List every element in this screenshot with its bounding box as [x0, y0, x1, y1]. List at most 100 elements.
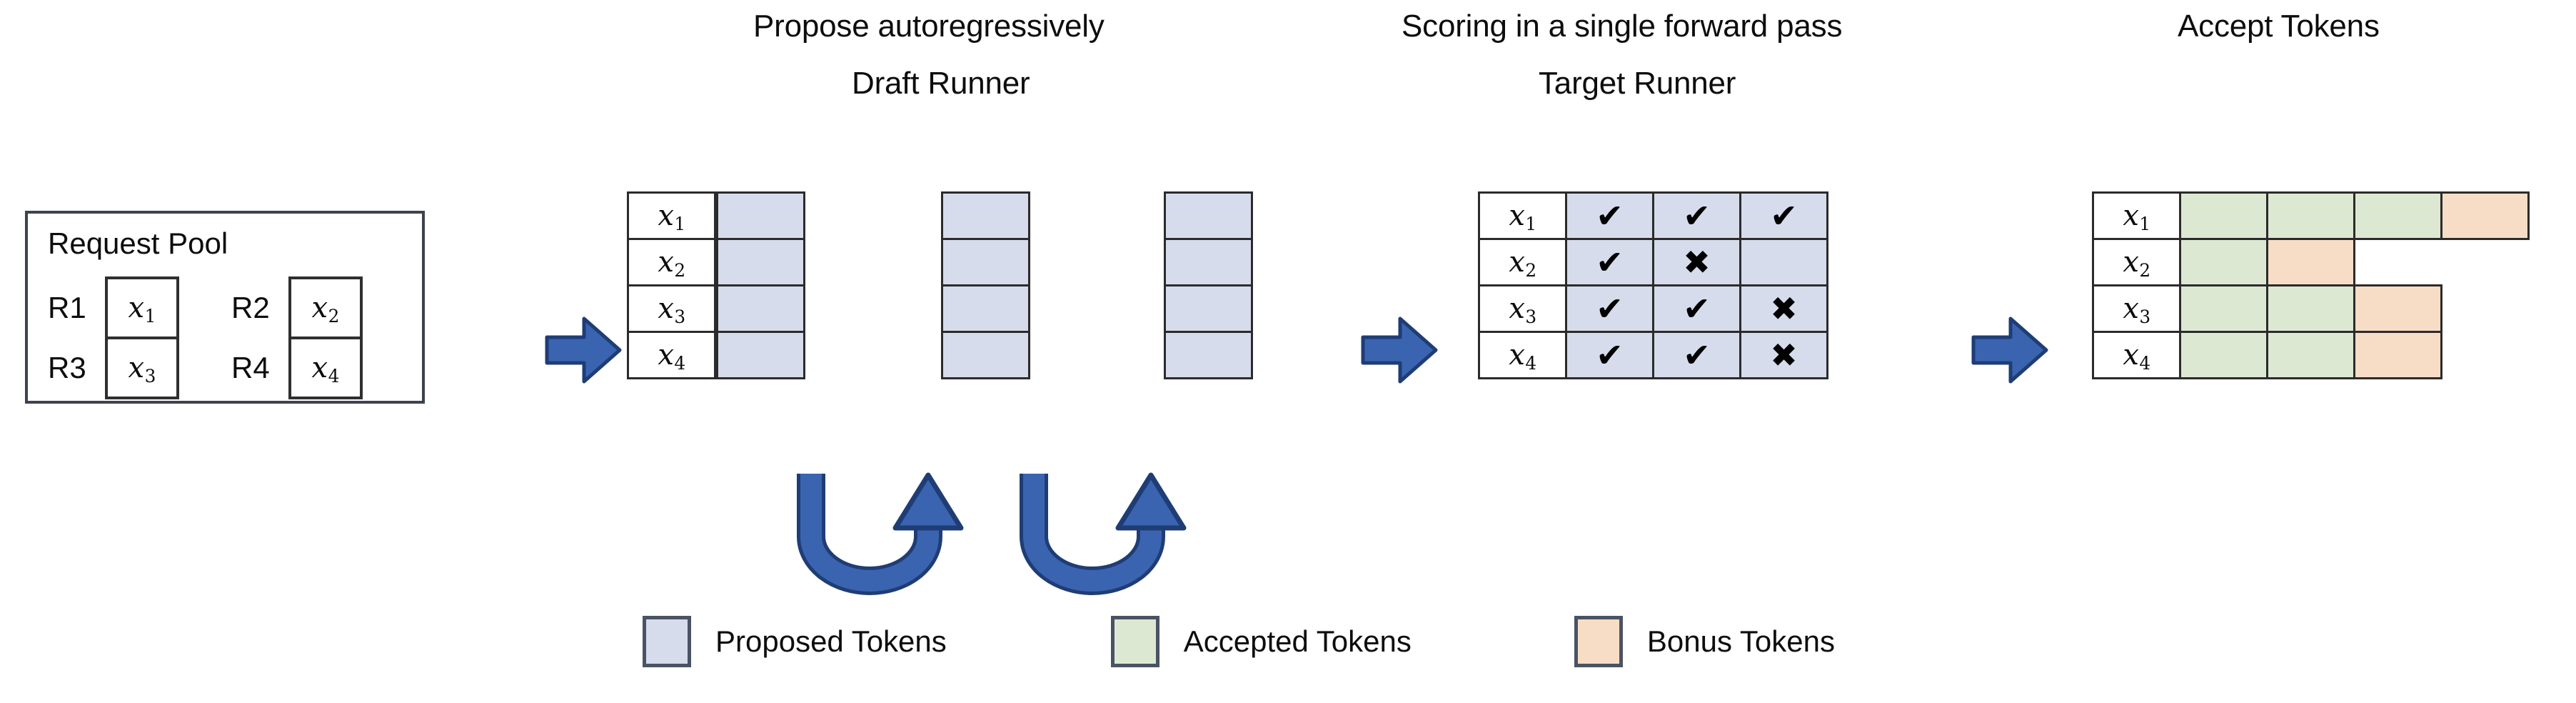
- request-token-box-r1: x1: [104, 276, 179, 339]
- target-cell-r4-c2: ✔: [1652, 331, 1741, 379]
- legend-label-proposed: Proposed Tokens: [715, 624, 947, 658]
- check-icon: ✔: [1596, 289, 1624, 328]
- request-label-r2: R2: [231, 291, 270, 324]
- request-label-r3: R3: [48, 351, 86, 384]
- draft-cell-r1-s1: [716, 191, 805, 240]
- accept-cell-r2-c2-bonus: [2266, 238, 2355, 286]
- draft-row-4: x4: [627, 331, 805, 379]
- draft-row-label-x4: x4: [627, 331, 716, 379]
- draft-cell-r1-s3: [1164, 191, 1253, 240]
- accept-cell-r4-c1: [2179, 331, 2268, 379]
- target-row-label-x2: x2: [1478, 238, 1567, 286]
- u-turn-arrow-2: [1008, 468, 1244, 607]
- legend-label-bonus: Bonus Tokens: [1646, 624, 1835, 658]
- accept-cell-r3-c3-bonus: [2353, 284, 2442, 333]
- target-cell-r2-c3: [1739, 238, 1828, 286]
- draft-cell-r3-s2: [941, 284, 1030, 333]
- u-turn-arrow-1: [785, 468, 1021, 607]
- draft-cell-r2-s3: [1164, 238, 1253, 286]
- header-accept-tokens: Accept Tokens: [2178, 9, 2380, 44]
- request-token-box-r4: x4: [288, 336, 363, 399]
- draft-row-1: x1: [627, 191, 805, 240]
- accept-cell-r2-c1: [2179, 238, 2268, 286]
- target-cell-r3-c1: ✔: [1565, 284, 1654, 333]
- request-label-r1: R1: [48, 291, 86, 324]
- target-cell-r2-c2: ✖: [1652, 238, 1741, 286]
- draft-step-1-column: x1 x2 x3 x4: [627, 191, 805, 379]
- accept-row-label-x2: x2: [2092, 238, 2181, 286]
- accept-cell-r1-c2: [2266, 191, 2355, 240]
- accept-row-1: x1: [2092, 191, 2530, 240]
- accept-cell-r1-c3: [2353, 191, 2442, 240]
- accept-cell-r3-c2: [2266, 284, 2355, 333]
- target-cell-r4-c1: ✔: [1565, 331, 1654, 379]
- target-row-label-x3: x3: [1478, 284, 1567, 333]
- accept-row-label-x1: x1: [2092, 191, 2181, 240]
- target-cell-r3-c3: ✖: [1739, 284, 1828, 333]
- target-row-3: x3 ✔ ✔ ✖: [1478, 284, 1828, 333]
- check-icon: ✔: [1683, 336, 1711, 374]
- token-x3: x3: [128, 352, 156, 387]
- accept-cell-r3-c4-empty: [2440, 284, 2530, 333]
- target-runner-grid: x1 ✔ ✔ ✔ x2 ✔ ✖ x3 ✔ ✔: [1478, 191, 1828, 379]
- request-token-box-r2: x2: [288, 276, 363, 339]
- token-x1: x1: [128, 291, 156, 327]
- draft-cell-r4-s3: [1164, 331, 1253, 379]
- accept-cell-r4-c2: [2266, 331, 2355, 379]
- accept-cell-r4-c3-bonus: [2353, 331, 2442, 379]
- target-row-4: x4 ✔ ✔ ✖: [1478, 331, 1828, 379]
- target-row-2: x2 ✔ ✖: [1478, 238, 1828, 286]
- request-pool-panel: Request Pool R1 x1 R2 x2 R3 x3 R4 x4: [25, 211, 425, 404]
- accept-cell-r1-c4-bonus: [2440, 191, 2530, 240]
- legend: Proposed Tokens Accepted Tokens Bonus To…: [643, 616, 1835, 667]
- accept-tokens-grid: x1 x2 x3 x4: [2092, 191, 2530, 379]
- accept-row-label-x4: x4: [2092, 331, 2181, 379]
- check-icon: ✔: [1770, 196, 1798, 235]
- request-row-3: R3 x3: [48, 336, 179, 399]
- check-icon: ✔: [1683, 196, 1711, 235]
- check-icon: ✔: [1596, 196, 1624, 235]
- legend-swatch-bonus: [1574, 616, 1623, 667]
- accept-cell-r3-c1: [2179, 284, 2268, 333]
- target-row-1: x1 ✔ ✔ ✔: [1478, 191, 1828, 240]
- accept-row-4: x4: [2092, 331, 2527, 379]
- draft-cell-r4-s2: [941, 331, 1030, 379]
- header-target-runner: Target Runner: [1539, 66, 1736, 101]
- header-propose-autoregressively: Propose autoregressively: [753, 9, 1105, 44]
- target-cell-r1-c3: ✔: [1739, 191, 1828, 240]
- request-token-box-r3: x3: [104, 336, 179, 399]
- right-block-arrow-1: [544, 314, 623, 389]
- target-cell-r4-c3: ✖: [1739, 331, 1828, 379]
- draft-cell-r1-s2: [941, 191, 1030, 240]
- header-draft-runner: Draft Runner: [852, 66, 1030, 101]
- target-cell-r2-c1: ✔: [1565, 238, 1654, 286]
- legend-swatch-proposed: [643, 616, 691, 667]
- draft-cell-r3-s1: [716, 284, 805, 333]
- draft-row-label-x2: x2: [627, 238, 716, 286]
- draft-row-3: x3: [627, 284, 805, 333]
- accept-row-2: x2: [2092, 238, 2530, 286]
- cross-icon: ✖: [1683, 243, 1711, 281]
- accept-row-3: x3: [2092, 284, 2530, 333]
- check-icon: ✔: [1683, 289, 1711, 328]
- request-row-1: R1 x1: [48, 276, 179, 339]
- request-pool-title: Request Pool: [48, 226, 228, 260]
- token-x4: x4: [311, 352, 340, 387]
- legend-swatch-accepted: [1110, 616, 1159, 667]
- legend-label-accepted: Accepted Tokens: [1183, 624, 1412, 658]
- target-row-label-x4: x4: [1478, 331, 1567, 379]
- request-label-r4: R4: [231, 351, 270, 384]
- draft-row-label-x1: x1: [627, 191, 716, 240]
- draft-row-2: x2: [627, 238, 805, 286]
- target-row-label-x1: x1: [1478, 191, 1567, 240]
- target-cell-r3-c2: ✔: [1652, 284, 1741, 333]
- draft-cell-r3-s3: [1164, 284, 1253, 333]
- legend-item-proposed: Proposed Tokens: [643, 616, 947, 667]
- header-scoring-single-forward-pass: Scoring in a single forward pass: [1402, 9, 1843, 44]
- request-row-2: R2 x2: [231, 276, 363, 339]
- check-icon: ✔: [1596, 243, 1624, 281]
- accept-cell-r2-c4-empty: [2440, 238, 2530, 286]
- draft-step-2-column: [941, 191, 1030, 379]
- accept-cell-r2-c3-empty: [2353, 238, 2442, 286]
- draft-step-3-column: [1164, 191, 1253, 379]
